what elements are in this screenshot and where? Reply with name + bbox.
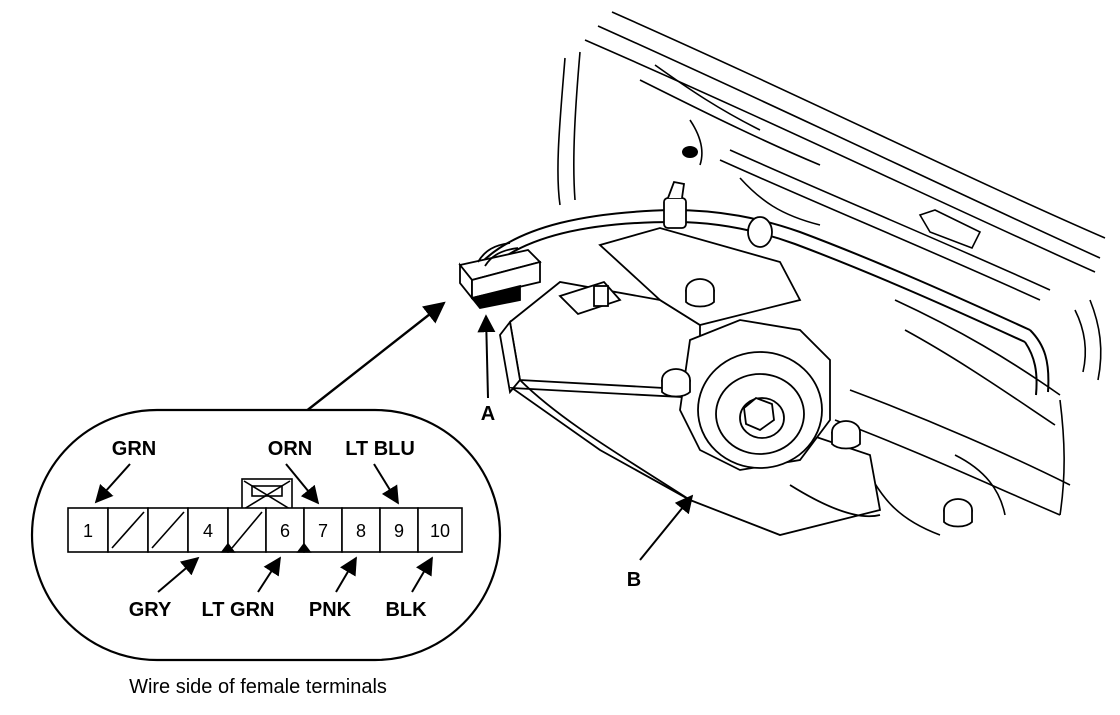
terminal-number-4: 4	[203, 521, 213, 541]
wire-label-lt-blu: LT BLU	[345, 438, 415, 460]
terminal-cavity-1	[67, 507, 109, 553]
callout-b-label: B	[627, 569, 641, 591]
callout-b-leader	[639, 494, 694, 561]
terminal-number-10: 10	[430, 521, 450, 541]
diagram-caption: Wire side of female terminals	[129, 676, 387, 698]
terminal-cavity-7	[303, 507, 343, 553]
wire-label-gry: GRY	[129, 599, 172, 621]
wire-label-pnk: PNK	[309, 599, 352, 621]
wire-label-blk: BLK	[385, 599, 427, 621]
wire-leader-lt-blu	[373, 463, 399, 505]
wire-leader-grn	[94, 463, 131, 504]
wire-leader-lt-grn	[257, 556, 281, 593]
terminal-cavity-8	[341, 507, 381, 553]
wire-label-lt-grn: LT GRN	[202, 599, 275, 621]
detail-pointer-arrow	[304, 301, 446, 413]
terminal-number-8: 8	[356, 521, 366, 541]
motor-assembly	[499, 227, 882, 536]
terminal-cavity-9	[379, 507, 419, 553]
terminal-cavity-6	[265, 507, 305, 553]
wire-leader-gry	[157, 556, 200, 593]
body-hole	[682, 146, 698, 158]
harness-clip	[663, 180, 773, 248]
wire-leader-orn	[285, 463, 320, 505]
terminal-number-9: 9	[394, 521, 404, 541]
wire-label-orn: ORN	[268, 438, 312, 460]
body-panel	[557, 11, 1106, 536]
terminal-cavity-4	[187, 507, 229, 553]
terminal-number-7: 7	[318, 521, 328, 541]
wire-harness	[481, 209, 1050, 396]
wire-label-grn: GRN	[112, 438, 156, 460]
connector-face	[67, 478, 463, 553]
harness-connector	[458, 242, 542, 309]
terminal-cavity-10	[417, 507, 463, 553]
wire-leader-blk	[411, 556, 433, 593]
terminal-number-6: 6	[280, 521, 290, 541]
mounting-bolts	[661, 278, 973, 528]
wire-leader-pnk	[335, 556, 357, 593]
terminal-number-1: 1	[83, 521, 93, 541]
callout-a-label: A	[481, 403, 495, 425]
callout-a-leader	[477, 314, 496, 399]
